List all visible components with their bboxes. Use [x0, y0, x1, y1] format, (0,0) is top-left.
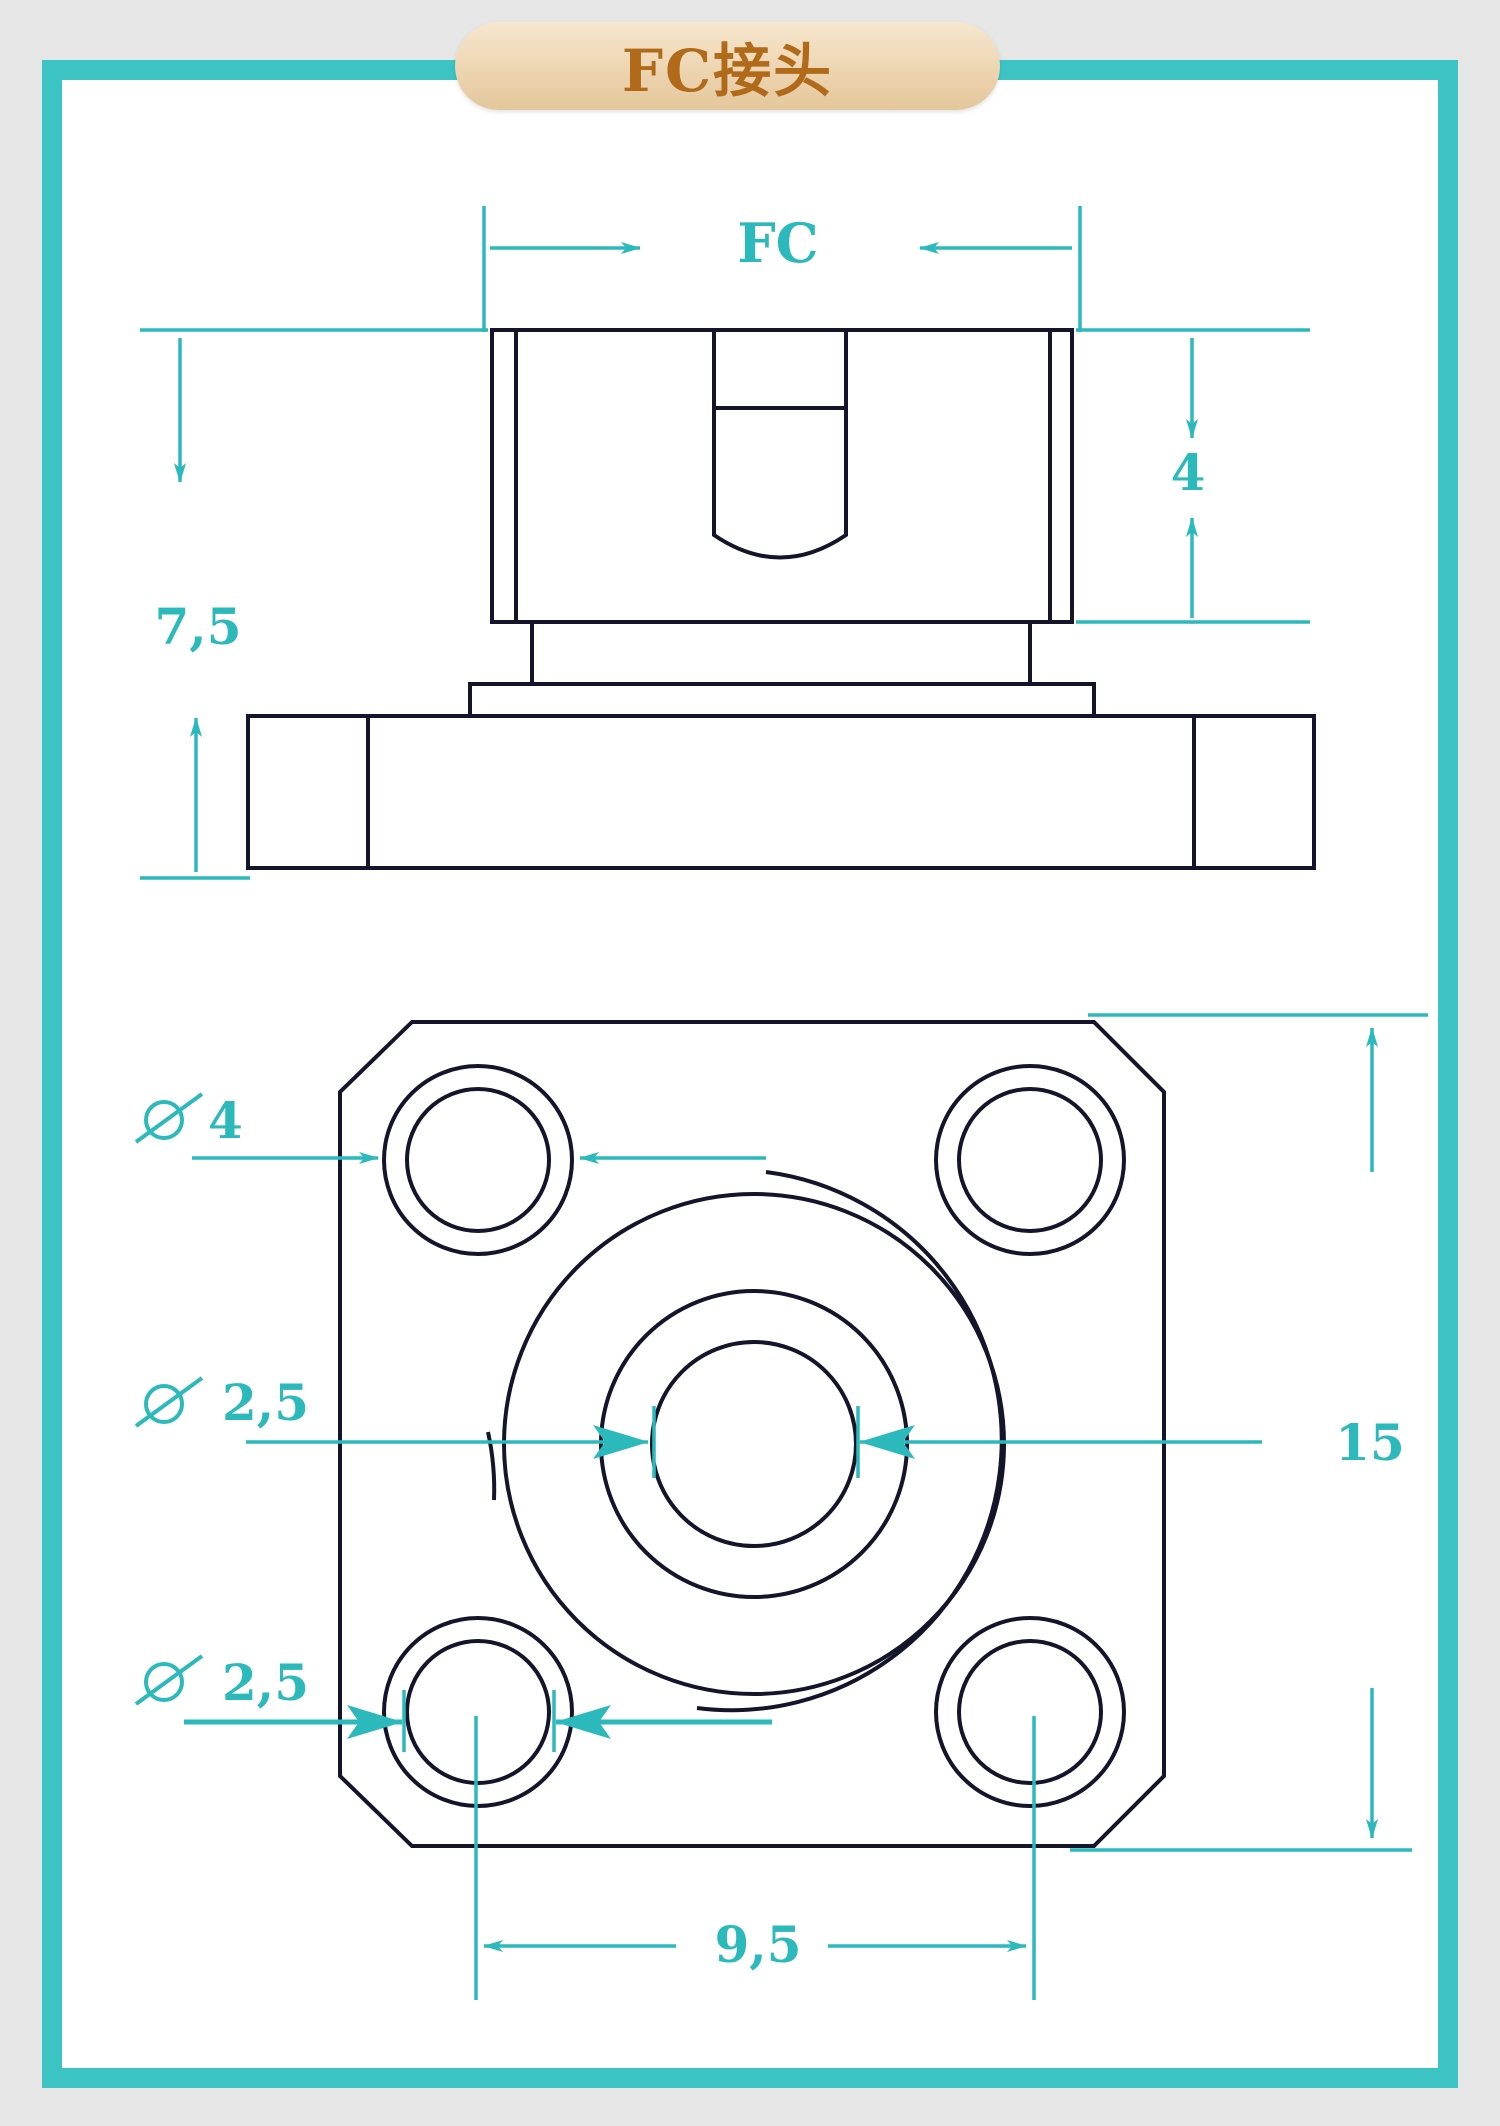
mount-hole-top-right-inner: [957, 1087, 1103, 1233]
diameter-symbol-2: [134, 1376, 204, 1428]
hole-spacing-label: 9,5: [715, 1915, 802, 1974]
side-view: [246, 328, 1316, 870]
mount-hole-bottom-right-outer: [934, 1616, 1126, 1808]
dia-hole-label: 2,5: [222, 1653, 309, 1712]
dia-mount-label: 4: [208, 1091, 243, 1150]
fc-label: FC: [737, 211, 818, 275]
diameter-symbol-3: [134, 1654, 204, 1706]
thread-arc: [696, 1170, 1004, 1713]
mount-hole-bottom-right-inner: [957, 1639, 1103, 1785]
thread-arc-left: [486, 1431, 497, 1501]
ferrule-ring: [599, 1289, 909, 1599]
page-title: FC接头: [621, 37, 834, 105]
neck: [530, 620, 1032, 686]
height-total-label: 7,5: [155, 597, 242, 656]
height-top-label: 4: [1171, 443, 1206, 502]
flange-base: [246, 714, 1316, 870]
diameter-symbol-1: [134, 1092, 204, 1144]
flange-size-label: 15: [1335, 1413, 1405, 1472]
thread-boss: [502, 1192, 1006, 1696]
mount-hole-top-left-outer: [382, 1064, 574, 1256]
drawing-frame: [42, 60, 1458, 2088]
key-slot: [712, 330, 848, 560]
mount-hole-bottom-left-inner: [405, 1639, 551, 1785]
dia-center-label: 2,5: [222, 1373, 309, 1432]
title-badge: FC接头: [455, 22, 1000, 110]
ferrule-bore: [650, 1340, 858, 1548]
diameter-symbols: [134, 1092, 204, 1706]
front-view: [338, 1020, 1166, 1848]
dimension-lines: [140, 206, 1428, 2000]
connector-nut: [490, 328, 1074, 624]
mount-hole-top-right-outer: [934, 1064, 1126, 1256]
mount-hole-top-left-inner: [405, 1087, 551, 1233]
square-flange: [338, 1020, 1166, 1848]
washer: [468, 682, 1096, 718]
mount-hole-bottom-left-outer: [382, 1616, 574, 1808]
